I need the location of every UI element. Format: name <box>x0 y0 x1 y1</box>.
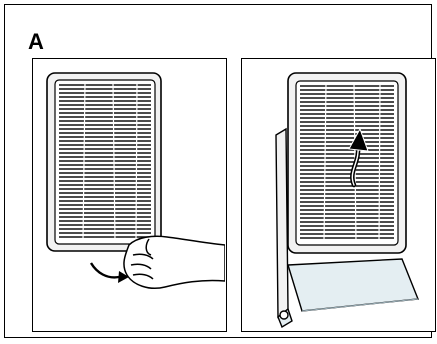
panel-lift-filter-up <box>241 58 436 332</box>
figure-label: A <box>28 29 44 55</box>
hand-pull-arrow-icon <box>124 236 225 288</box>
panel-pull-filter-out <box>32 58 227 332</box>
filter-lift-illustration <box>242 59 434 330</box>
filter-tray <box>288 259 418 311</box>
instruction-figure: A <box>4 4 432 338</box>
filter-removal-illustration <box>33 59 225 330</box>
